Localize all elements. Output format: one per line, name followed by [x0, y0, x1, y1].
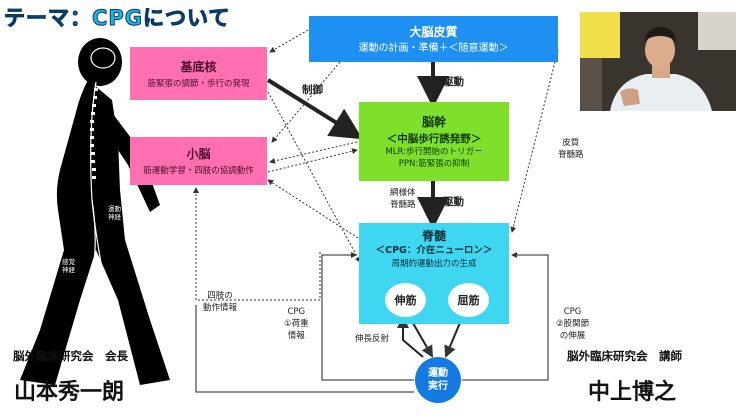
node-extensor: 伸筋 [385, 283, 426, 317]
node-subtitle: 筋運動学習・四肢の協調動作 [143, 166, 254, 176]
node-motor-execution: 運動実行 [415, 357, 461, 403]
edge-label-drive-2: 駆動 [443, 196, 464, 208]
node-cerebral-cortex: 大脳皮質 運動の計画・準備＋＜随意運動＞ [309, 16, 558, 62]
edge-cortex-cerebellum [271, 61, 341, 143]
left-presenter-org: 脳外臨床研究会 会長 [13, 349, 128, 363]
node-flexor: 屈筋 [448, 283, 489, 317]
node-title: 大脳皮質 [409, 25, 458, 39]
slide-title: テーマ：CPGについて [3, 6, 231, 31]
presenter-avatar-icon [580, 12, 736, 111]
node-subtitle: ＜中脳歩行誘発野＞ [386, 133, 482, 145]
edge-exec-return [195, 305, 414, 393]
node-cerebellum: 小脳 筋運動学習・四肢の協調動作 [130, 137, 267, 185]
edge-label-reticulospinal: 網様体脊髄路 [390, 188, 416, 210]
sensory-nerve-label: 感覚神経 [62, 258, 75, 274]
edge-limb-info [193, 187, 321, 301]
node-title: 脳幹 [421, 115, 446, 129]
presenter-video [580, 12, 736, 111]
motor-nerve-label: 運動神経 [108, 205, 121, 221]
edge-stretch-reflex [397, 316, 424, 358]
node-title: 脊髄 [421, 229, 446, 243]
edge-label-stretch-reflex: 伸長反射 [355, 334, 390, 344]
right-presenter-name: 中上博之 [588, 380, 677, 405]
node-subtitle: ＜CPG：介在ニューロン＞ [375, 245, 493, 256]
node-subtitle: 運動の計画・準備＋＜随意運動＞ [358, 43, 509, 54]
node-basal-ganglia: 基底核 筋緊張の調節・歩行の発現 [130, 47, 267, 100]
node-title: 基底核 [180, 59, 217, 74]
edge-corticospinal [510, 49, 559, 233]
edge-label-drive-1: 駆動 [443, 76, 464, 88]
left-presenter-name: 山本秀一朗 [14, 380, 125, 405]
node-detail-ppn: PPN:筋緊張の抑制 [398, 159, 470, 169]
edge-brainstem-cerebellum [269, 141, 358, 164]
node-detail-mlr: MLR:歩行開始のトリガー [385, 147, 483, 157]
edge-label-control: 制御 [302, 84, 323, 96]
edge-load-feedback [321, 252, 414, 381]
edge-spinal-cerebellum [267, 179, 359, 239]
edge-cerebellum-brainstem [267, 148, 358, 173]
edge-extensor-exec [409, 317, 434, 358]
edge-basal-brainstem [266, 78, 363, 140]
node-brainstem: 脳幹 ＜中脳歩行誘発野＞ MLR:歩行開始のトリガー PPN:筋緊張の抑制 [359, 102, 509, 181]
node-title: 小脳 [186, 147, 211, 161]
edge-basal-spinal [267, 91, 361, 263]
edge-hip-feedback [462, 252, 549, 381]
edge-cortex-basal [269, 29, 309, 53]
edge-flexor-exec [444, 317, 463, 358]
node-detail: 周期的運動出力の生成 [391, 259, 477, 269]
node-subtitle: 筋緊張の調節・歩行の発現 [147, 78, 250, 89]
edge-label-limb-info: 四肢の動作情報 [203, 291, 238, 313]
node-spinal-cord: 脊髄 ＜CPG：介在ニューロン＞ 周期的運動出力の生成 [359, 223, 509, 324]
walking-figure-icon [20, 38, 170, 385]
right-presenter-org: 脳外臨床研究会 講師 [567, 349, 682, 363]
edge-label-corticospinal: 皮質脊髄路 [558, 138, 584, 160]
